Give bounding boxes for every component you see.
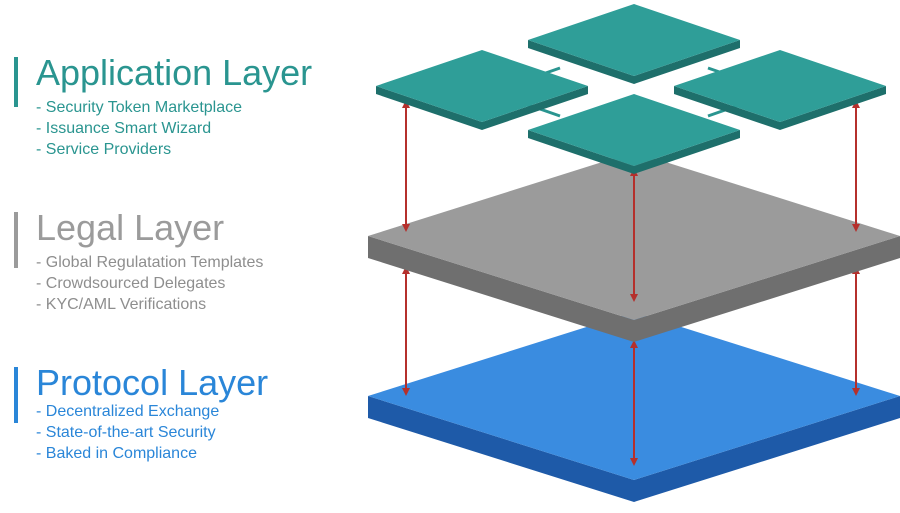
protocol-layer-title: Protocol Layer [36, 362, 269, 403]
application-tile-right [674, 50, 886, 130]
protocol-legal-connectors [402, 266, 860, 466]
application-tile-back [528, 4, 740, 84]
application-tile-front [528, 94, 740, 174]
legal-layer-feature: - Global Regulatation Templates [36, 254, 264, 271]
legal-layer-features: - Global Regulatation Templates - Crowds… [36, 252, 263, 315]
protocol-layer-accent-bar [14, 367, 18, 423]
legal-layer-feature: - KYC/AML Verifications [36, 296, 207, 313]
application-layer-tiles [376, 4, 886, 174]
protocol-slab-side [368, 396, 900, 502]
application-layer-feature: - Issuance Smart Wizard [36, 120, 212, 137]
protocol-layer-feature: - State-of-the-art Security [36, 424, 216, 441]
application-layer-accent-bar [14, 57, 18, 107]
protocol-layer-feature: - Decentralized Exchange [36, 403, 220, 420]
legal-application-connectors [402, 100, 860, 302]
legal-layer-feature: - Crowdsourced Delegates [36, 275, 226, 292]
application-layer-title: Application Layer [36, 52, 313, 93]
application-layer-features: - Security Token Marketplace - Issuance … [36, 97, 242, 160]
legal-layer-accent-bar [14, 212, 18, 268]
application-layer-feature: - Service Providers [36, 141, 172, 158]
application-layer-feature: - Security Token Marketplace [36, 99, 243, 116]
application-tile-left [376, 50, 588, 130]
legal-slab-side [368, 236, 900, 342]
protocol-layer-features: - Decentralized Exchange - State-of-the-… [36, 401, 219, 464]
protocol-layer-feature: - Baked in Compliance [36, 445, 197, 462]
legal-layer-title: Legal Layer [36, 207, 225, 248]
